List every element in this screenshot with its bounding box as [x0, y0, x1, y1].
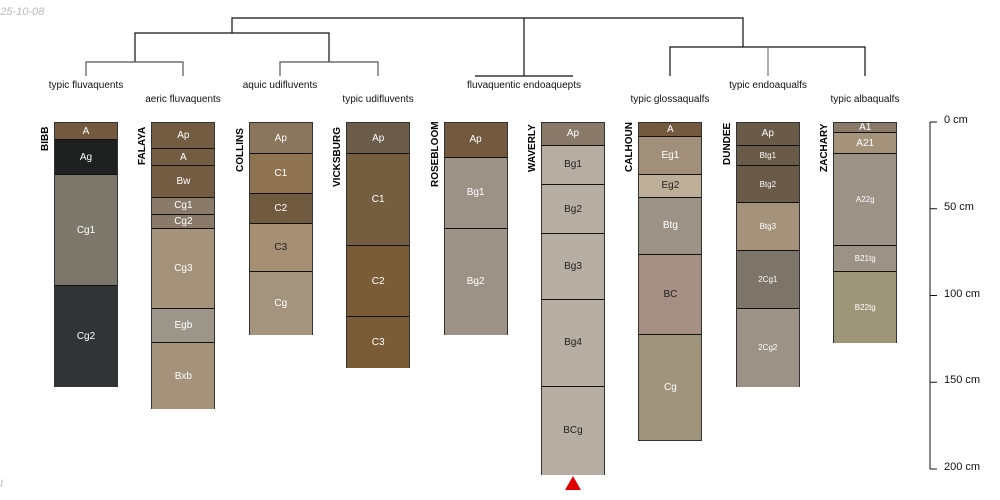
taxonomy-label: fluvaquentic endoaquepts [467, 80, 581, 91]
taxonomy-label: typic albaqualfs [830, 94, 900, 105]
taxonomy-label: typic endoaqualfs [729, 80, 807, 91]
horizon: Bxb [152, 343, 215, 410]
profile-name: ROSEBLOOM [429, 121, 441, 187]
horizon: Cg2 [152, 214, 215, 229]
horizon: C1 [347, 154, 410, 247]
profile-name: FALAYA [137, 127, 149, 166]
horizon: Cg1 [152, 197, 215, 215]
horizon: BC [639, 254, 702, 335]
axis-tick-label: 0 cm [944, 114, 968, 126]
horizon: BCg [542, 386, 604, 476]
horizon: Ag [55, 140, 117, 176]
horizon: A1 [834, 122, 897, 134]
axis-tick-label: 200 cm [944, 461, 981, 473]
horizon: A22g [834, 154, 897, 247]
truncation-marker-icon [565, 476, 581, 490]
horizon: Btg2 [736, 166, 799, 203]
profile-name: DUNDEE [721, 122, 733, 166]
horizon: C2 [249, 194, 312, 224]
horizon: Bg1 [542, 145, 604, 186]
taxonomy-label: typic udifluvents [342, 94, 414, 105]
profile-name: WAVERLY [527, 124, 538, 173]
taxonomy-label: aeric fluvaquents [145, 94, 221, 105]
horizon: Ap [542, 123, 604, 146]
dendro-left-b [279, 61, 379, 76]
taxonomy-label: typic fluvaquents [48, 80, 124, 91]
axis-tick-label: 100 cm [944, 287, 981, 300]
dendro-left [134, 32, 330, 62]
date-stamp: 2025-10-08 [0, 6, 45, 18]
horizon: Bg1 [444, 157, 507, 229]
horizon: 2Cg1 [736, 251, 799, 309]
horizon: C2 [347, 246, 410, 318]
horizon: Cg2 [55, 286, 117, 387]
horizon: Eg2 [639, 175, 702, 198]
horizon: 2Cg2 [736, 308, 799, 387]
horizon: A [55, 123, 117, 141]
axis-tick-label: 50 cm [944, 200, 974, 213]
profile-name: BIBB [40, 126, 51, 151]
profile-name: COLLINS [234, 128, 246, 173]
horizon: C3 [347, 317, 410, 368]
horizon: Ap [736, 123, 799, 146]
footer-text: I [0, 478, 4, 490]
axis-tick-label: 150 cm [944, 374, 981, 387]
horizon: Btg3 [736, 202, 799, 252]
horizon: Bg3 [542, 234, 604, 300]
horizon: Ap [152, 123, 215, 150]
horizon: B22tg [834, 272, 897, 344]
horizon: Btg1 [736, 145, 799, 167]
horizon: C3 [249, 223, 312, 273]
horizon: A21 [834, 133, 897, 155]
horizon: A [152, 149, 215, 167]
horizon: Ap [444, 123, 507, 158]
horizon: Bg2 [444, 228, 507, 335]
profile-name: CALHOUN [624, 122, 636, 173]
horizon: Eg1 [639, 136, 702, 176]
horizon: B21tg [834, 246, 897, 273]
horizon: Bg2 [542, 185, 604, 235]
horizon: Cg1 [55, 175, 117, 287]
horizon: Btg [639, 197, 702, 255]
horizon: Cg3 [152, 228, 215, 309]
horizon: C1 [249, 154, 312, 195]
taxonomy-label: typic glossaqualfs [630, 94, 710, 105]
taxonomy-label: aquic udifluvents [242, 80, 318, 91]
dendro-middle [475, 18, 573, 77]
dendro-left-a [85, 61, 184, 76]
horizon: Cg [249, 272, 312, 335]
profile-name: VICKSBURG [332, 126, 344, 187]
horizon: Bg4 [542, 299, 604, 387]
horizon: Ap [249, 123, 312, 155]
horizon: Cg [639, 334, 702, 441]
profile-name: ZACHARY [819, 123, 831, 173]
dendro-root [231, 17, 744, 47]
horizon: A [639, 123, 702, 137]
horizon: Bw [152, 166, 215, 198]
horizon: Ap [347, 123, 410, 155]
horizon: Egb [152, 308, 215, 344]
